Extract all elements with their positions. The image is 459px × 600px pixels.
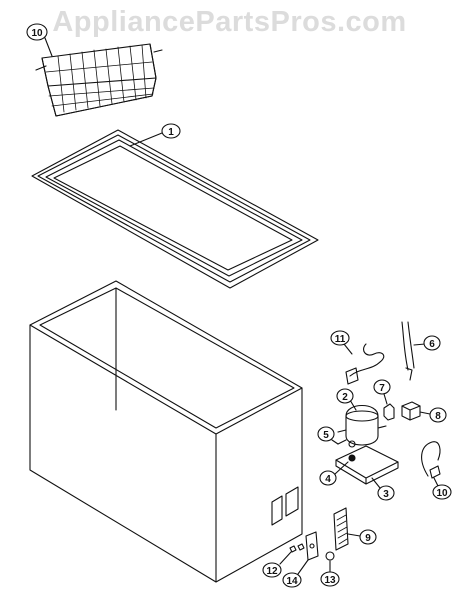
vent-grille-part (333, 507, 349, 551)
callout-4: 4 (319, 461, 349, 486)
control-thermostat-part (305, 531, 319, 561)
callout-label: 13 (324, 575, 336, 586)
callout-11: 11 (330, 330, 353, 355)
callout-label: 14 (286, 576, 298, 587)
overload-part (401, 401, 421, 421)
watermark-text: AppliancePartsPros.com (52, 6, 407, 38)
callout-12: 12 (262, 551, 292, 578)
callout-3: 3 (371, 477, 395, 501)
callout-label: 2 (342, 392, 348, 403)
callout-13: 13 (320, 560, 340, 587)
callout-label: 10 (436, 488, 448, 499)
relay-part (383, 403, 395, 421)
freezer-cabinet (29, 280, 303, 583)
clip-part (337, 439, 347, 445)
callout-label: 10 (31, 28, 43, 39)
callout-6: 6 (413, 335, 441, 351)
screws-part (289, 543, 305, 553)
callout-8: 8 (419, 407, 447, 423)
grommet-part (348, 454, 356, 462)
callout-10-top: 10 (26, 23, 53, 57)
callout-5: 5 (317, 426, 339, 445)
callout-1: 1 (129, 123, 181, 147)
callout-7: 7 (373, 379, 391, 405)
power-cord-part (421, 441, 441, 479)
callout-label: 12 (266, 566, 278, 577)
thermostat-probe-part (401, 321, 415, 381)
callout-label: 3 (383, 489, 389, 500)
callout-label: 1 (168, 127, 174, 138)
lid-gasket-part (31, 129, 319, 289)
wire-harness-part (345, 343, 385, 385)
callout-label: 5 (323, 430, 329, 441)
callout-14: 14 (282, 559, 309, 588)
callout-label: 4 (325, 474, 331, 485)
callout-label: 6 (429, 339, 435, 350)
callout-10-bottom: 10 (432, 477, 452, 500)
basket-part (35, 43, 163, 117)
callout-2: 2 (336, 388, 357, 411)
base-plate-part (335, 445, 399, 485)
callout-label: 11 (335, 334, 346, 345)
knob-part (325, 551, 335, 561)
callout-label: 7 (379, 383, 385, 394)
callout-label: 8 (435, 411, 441, 422)
callout-label: 9 (365, 533, 371, 544)
callout-9: 9 (347, 529, 377, 545)
